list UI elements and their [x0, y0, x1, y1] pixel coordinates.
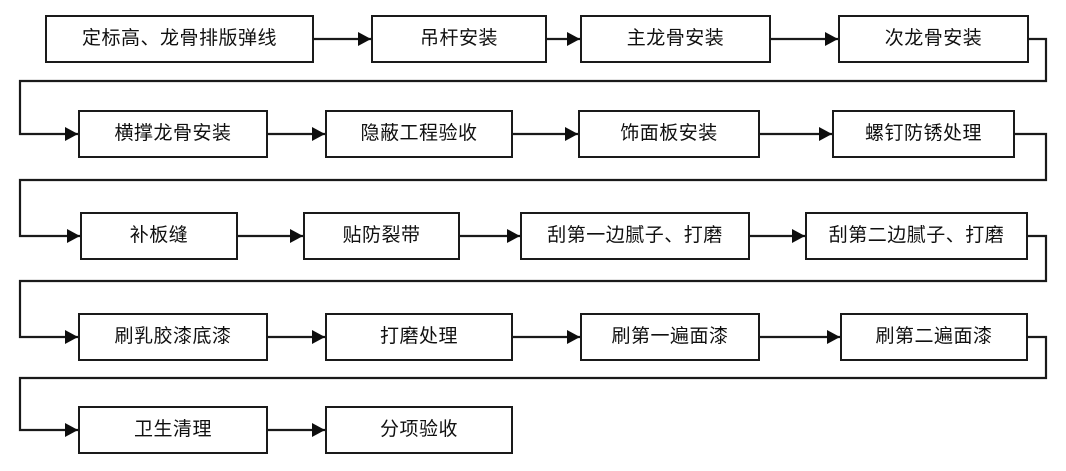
- process-node-n4[interactable]: 次龙骨安装: [838, 15, 1029, 63]
- connector-c12: [18, 234, 1048, 339]
- process-node-n11[interactable]: 刮第一边腻子、打磨: [520, 212, 750, 260]
- process-node-n5[interactable]: 横撑龙骨安装: [78, 110, 268, 158]
- process-node-label: 分项验收: [379, 418, 458, 440]
- process-node-n8[interactable]: 螺钉防锈处理: [832, 110, 1015, 158]
- arrowhead-c10: [507, 229, 520, 243]
- arrowhead-c17: [312, 423, 325, 437]
- process-node-n7[interactable]: 饰面板安装: [578, 110, 760, 158]
- arrowhead-c13: [312, 330, 325, 344]
- process-node-n13[interactable]: 刷乳胶漆底漆: [78, 313, 268, 361]
- connector-c16: [18, 335, 1048, 432]
- arrowhead-c16: [65, 423, 78, 437]
- process-node-n14[interactable]: 打磨处理: [325, 313, 513, 361]
- process-node-n17[interactable]: 卫生清理: [78, 406, 268, 454]
- process-node-n3[interactable]: 主龙骨安装: [580, 15, 771, 63]
- arrowhead-c7: [819, 127, 832, 141]
- arrowhead-c4: [65, 127, 78, 141]
- process-node-label: 打磨处理: [379, 325, 458, 347]
- process-node-n2[interactable]: 吊杆安装: [371, 15, 547, 63]
- arrowhead-c12: [65, 330, 78, 344]
- arrowhead-c9: [290, 229, 303, 243]
- connector-c4: [18, 37, 1048, 136]
- process-node-n1[interactable]: 定标高、龙骨排版弹线: [45, 15, 314, 63]
- connector-c8: [18, 132, 1048, 238]
- process-node-n16[interactable]: 刷第二遍面漆: [840, 313, 1028, 361]
- process-node-label: 刮第二边腻子、打磨: [828, 224, 1005, 246]
- process-node-label: 次龙骨安装: [884, 27, 983, 49]
- arrowhead-c8: [67, 229, 80, 243]
- process-node-label: 刮第一边腻子、打磨: [547, 224, 723, 246]
- arrowhead-c6: [565, 127, 578, 141]
- process-node-label: 定标高、龙骨排版弹线: [81, 27, 277, 49]
- arrowhead-c1: [358, 32, 371, 46]
- process-node-label: 刷乳胶漆底漆: [114, 325, 232, 347]
- process-node-label: 刷第一遍面漆: [611, 325, 729, 347]
- process-node-n9[interactable]: 补板缝: [80, 212, 238, 260]
- arrowhead-c3: [825, 32, 838, 46]
- arrowhead-c15: [827, 330, 840, 344]
- process-node-n12[interactable]: 刮第二边腻子、打磨: [805, 212, 1028, 260]
- process-node-label: 饰面板安装: [620, 122, 718, 144]
- process-node-label: 补板缝: [129, 224, 189, 246]
- process-node-label: 贴防裂带: [342, 224, 421, 246]
- process-node-n15[interactable]: 刷第一遍面漆: [580, 313, 760, 361]
- process-node-label: 吊杆安装: [419, 27, 498, 49]
- process-node-label: 卫生清理: [133, 418, 212, 440]
- process-node-n10[interactable]: 贴防裂带: [303, 212, 460, 260]
- process-node-label: 隐蔽工程验收: [360, 122, 478, 144]
- process-node-n6[interactable]: 隐蔽工程验收: [325, 110, 513, 158]
- process-node-label: 刷第二遍面漆: [875, 325, 993, 347]
- arrowhead-c11: [792, 229, 805, 243]
- process-node-n18[interactable]: 分项验收: [325, 406, 513, 454]
- arrowhead-c5: [312, 127, 325, 141]
- process-node-label: 横撑龙骨安装: [114, 122, 232, 144]
- arrowhead-c14: [567, 330, 580, 344]
- arrowhead-c2: [567, 32, 580, 46]
- process-node-label: 主龙骨安装: [626, 27, 725, 49]
- process-node-label: 螺钉防锈处理: [864, 122, 982, 144]
